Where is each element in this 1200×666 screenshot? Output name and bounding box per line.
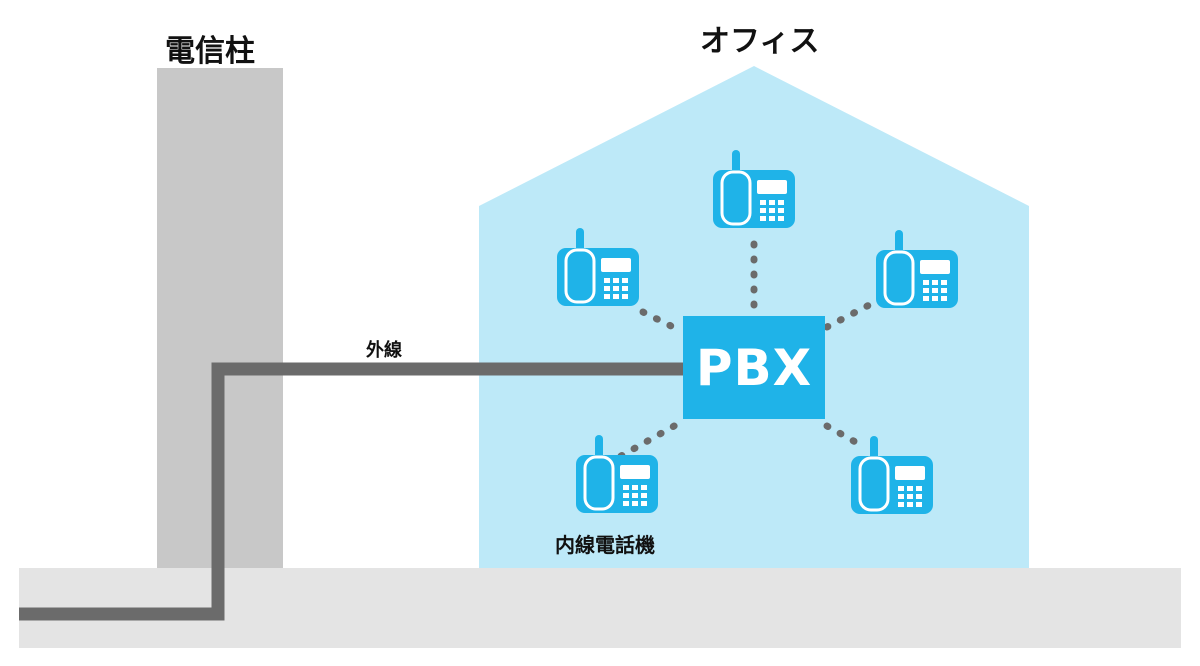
extension-phone-label: 内線電話機 [555,533,655,557]
outer-line [19,362,683,621]
pbx-box: PBX [683,316,825,419]
outer-line-label: 外線 [366,340,402,361]
pole-label: 電信柱 [165,34,255,69]
extension-connections [617,240,877,460]
office-label: オフィス [700,24,820,59]
